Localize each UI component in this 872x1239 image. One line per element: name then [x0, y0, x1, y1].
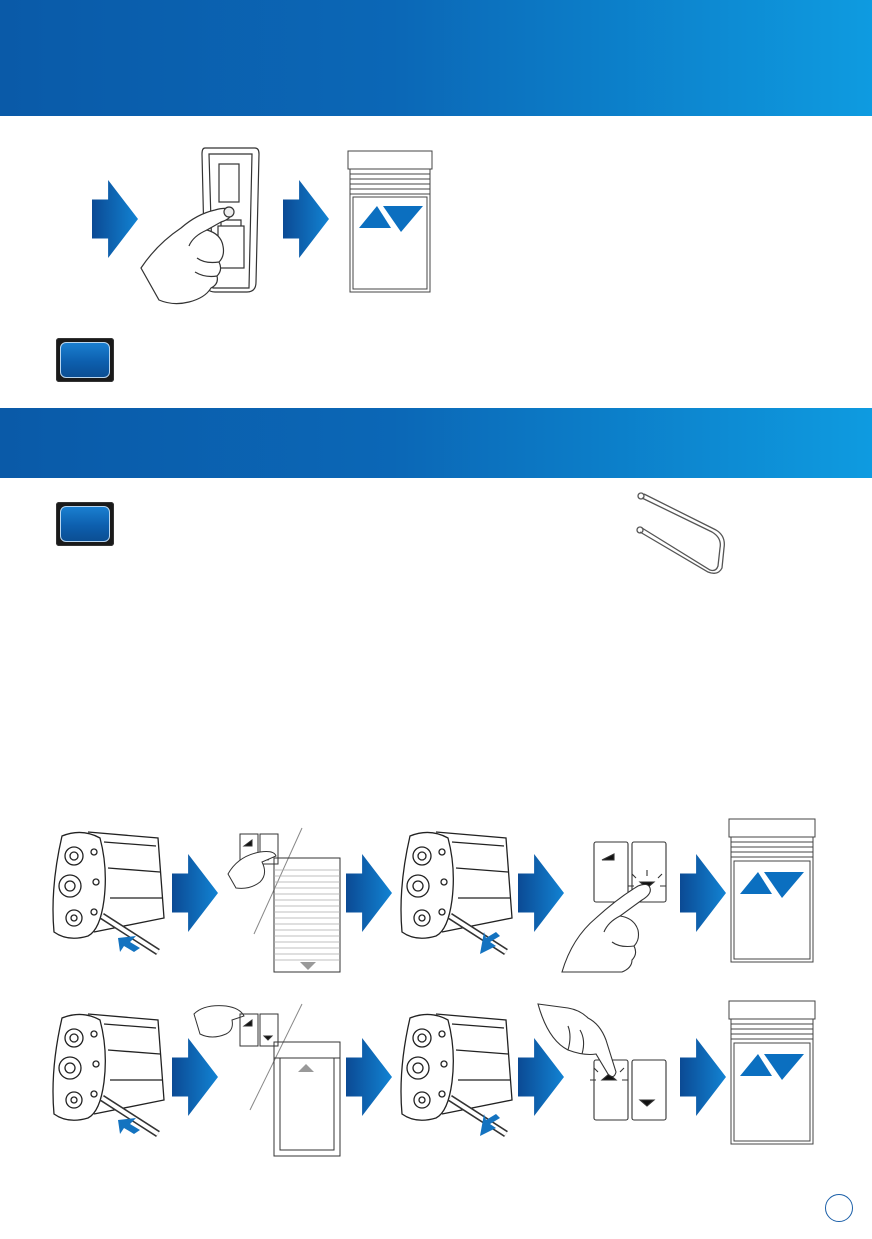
remote-control-icon: [561, 841, 667, 973]
roller-shutter-icon: [728, 1000, 816, 1145]
motor-head-icon: [400, 1013, 513, 1137]
roller-shutter-icon: [728, 818, 816, 963]
right-arrow-icon: [283, 180, 329, 258]
header-band-section: [0, 408, 872, 478]
motor-head-icon: [400, 831, 513, 955]
right-arrow-icon: [92, 180, 138, 258]
triangle-logo-icon: [740, 1054, 804, 1080]
right-arrow-icon: [346, 1038, 392, 1116]
remote-control-icon: [537, 1003, 667, 1121]
right-arrow-icon: [680, 854, 726, 932]
right-arrow-icon: [346, 854, 392, 932]
header-band-top: [0, 0, 872, 116]
right-arrow-icon: [172, 854, 218, 932]
section-badge: [56, 338, 114, 382]
roller-shutter-icon: [347, 150, 433, 293]
roller-shutter-icon: [227, 827, 341, 973]
triangle-logo-icon: [359, 206, 423, 232]
hand-press-icon: [537, 1003, 617, 1078]
hand-press-icon: [140, 206, 235, 305]
triangle-logo-icon: [740, 872, 804, 898]
right-arrow-icon: [680, 1038, 726, 1116]
section-badge: [56, 502, 114, 546]
page-number-circle-icon: [825, 1194, 853, 1222]
motor-head-icon: [52, 1013, 165, 1137]
motor-head-icon: [52, 831, 165, 955]
remote-control-icon: [140, 147, 260, 305]
roller-shutter-icon: [193, 1003, 341, 1157]
hand-press-icon: [561, 883, 651, 973]
setting-tool-icon: [636, 492, 725, 574]
